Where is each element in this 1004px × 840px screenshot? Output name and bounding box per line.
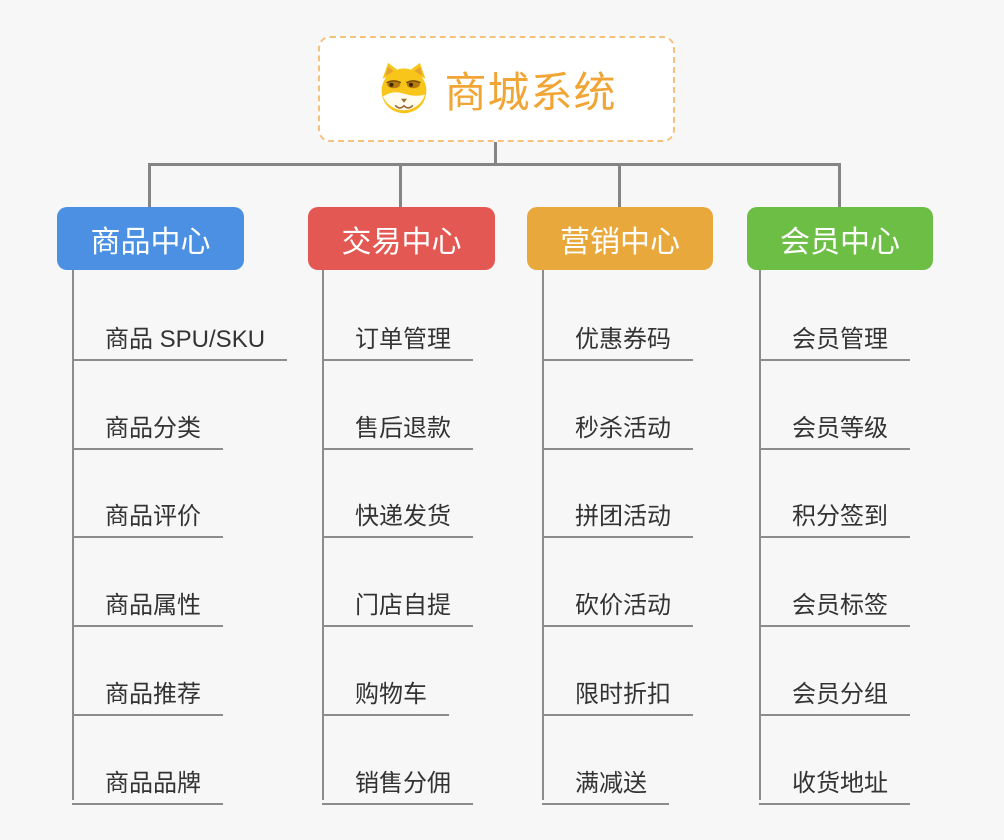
- child-node[interactable]: 商品 SPU/SKU: [72, 310, 288, 361]
- child-label: 会员等级: [792, 415, 888, 442]
- child-label: 商品品牌: [105, 770, 201, 797]
- child-node[interactable]: 会员管理: [759, 310, 910, 361]
- connector-bus: [149, 163, 840, 166]
- connector-drop: [618, 163, 621, 207]
- branch-label: 交易中心: [341, 225, 462, 259]
- child-node[interactable]: 销售分佣: [322, 754, 473, 805]
- child-label: 会员标签: [792, 592, 888, 619]
- doge-icon: [376, 61, 432, 117]
- child-label: 商品分类: [105, 415, 201, 442]
- child-label: 快递发货: [355, 503, 451, 530]
- child-node[interactable]: 购物车: [322, 665, 449, 716]
- child-label: 商品 SPU/SKU: [105, 326, 266, 353]
- branch-box-member-center[interactable]: 会员中心: [747, 207, 933, 270]
- child-node[interactable]: 门店自提: [322, 576, 473, 627]
- child-label: 砍价活动: [575, 592, 671, 619]
- child-node[interactable]: 商品品牌: [72, 754, 223, 805]
- branch-label: 营销中心: [560, 225, 680, 259]
- connector-stem: [494, 142, 497, 166]
- child-label: 购物车: [355, 681, 427, 708]
- child-label: 销售分佣: [355, 770, 451, 797]
- branch-trunk-line: [759, 270, 761, 800]
- child-node[interactable]: 满减送: [542, 754, 669, 805]
- child-label: 商品推荐: [105, 681, 201, 708]
- branch-box-trade-center[interactable]: 交易中心: [308, 207, 495, 270]
- child-node[interactable]: 积分签到: [759, 487, 910, 538]
- child-label: 会员管理: [792, 326, 888, 353]
- child-label: 秒杀活动: [575, 415, 671, 442]
- child-node[interactable]: 订单管理: [322, 310, 473, 361]
- root-label: 商城系统: [444, 68, 617, 116]
- branch-label: 会员中心: [780, 225, 900, 259]
- child-node[interactable]: 快递发货: [322, 487, 473, 538]
- child-node[interactable]: 优惠券码: [542, 310, 693, 361]
- connector-drop: [838, 163, 841, 207]
- child-node[interactable]: 会员标签: [759, 576, 910, 627]
- child-node[interactable]: 商品分类: [72, 399, 223, 450]
- child-label: 商品评价: [105, 503, 201, 530]
- branch-box-marketing-center[interactable]: 营销中心: [527, 207, 713, 270]
- child-label: 商品属性: [105, 592, 201, 619]
- child-node[interactable]: 售后退款: [322, 399, 473, 450]
- branch-trunk-line: [542, 270, 544, 800]
- child-node[interactable]: 拼团活动: [542, 487, 693, 538]
- branch-box-product-center[interactable]: 商品中心: [57, 207, 244, 270]
- child-label: 积分签到: [792, 503, 888, 530]
- child-node[interactable]: 砍价活动: [542, 576, 693, 627]
- child-label: 拼团活动: [575, 503, 671, 530]
- child-node[interactable]: 会员分组: [759, 665, 910, 716]
- child-label: 会员分组: [792, 681, 888, 708]
- branch-trunk-line: [72, 270, 74, 800]
- branch-label: 商品中心: [90, 225, 211, 259]
- child-node[interactable]: 会员等级: [759, 399, 910, 450]
- child-node[interactable]: 限时折扣: [542, 665, 693, 716]
- child-node[interactable]: 收货地址: [759, 754, 910, 805]
- child-node[interactable]: 商品属性: [72, 576, 223, 627]
- child-node[interactable]: 秒杀活动: [542, 399, 693, 450]
- child-node[interactable]: 商品推荐: [72, 665, 223, 716]
- child-label: 订单管理: [355, 326, 451, 353]
- child-label: 限时折扣: [575, 681, 671, 708]
- child-label: 售后退款: [355, 415, 451, 442]
- child-label: 门店自提: [355, 592, 451, 619]
- connector-drop: [399, 163, 402, 207]
- child-label: 满减送: [575, 770, 647, 797]
- child-label: 收货地址: [792, 770, 888, 797]
- root-node[interactable]: 商城系统: [318, 36, 675, 142]
- child-node[interactable]: 商品评价: [72, 487, 223, 538]
- child-label: 优惠券码: [575, 326, 671, 353]
- connector-drop: [148, 163, 151, 207]
- branch-trunk-line: [322, 270, 324, 800]
